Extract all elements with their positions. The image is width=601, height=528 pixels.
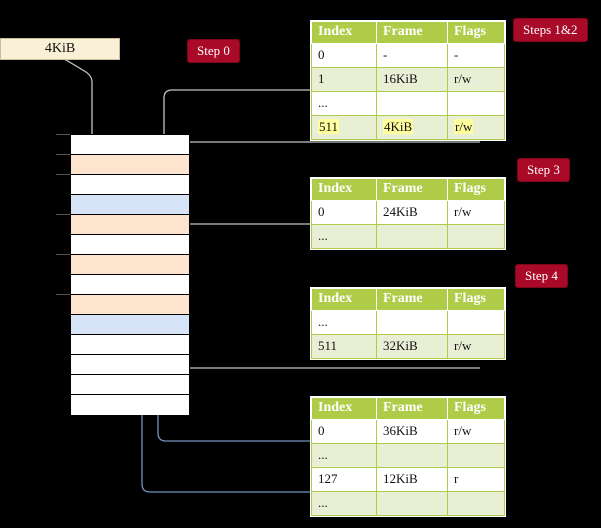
memory-frame-row: [71, 275, 189, 295]
memory-frame-row: [71, 295, 189, 315]
column-header-index: Index: [311, 288, 377, 311]
cell-index: 127: [311, 467, 377, 492]
cell-frame: 36KiB: [376, 419, 448, 444]
highlighted-value: 4KiB: [383, 119, 414, 134]
column-header-flags: Flags: [447, 178, 505, 201]
cell-frame: 16KiB: [376, 67, 448, 92]
cell-index: 511: [311, 115, 377, 140]
cell-flags: -: [447, 43, 505, 68]
cell-flags: r/w: [447, 67, 505, 92]
cell-index: 0: [311, 200, 377, 225]
memory-tick: [56, 154, 71, 155]
memory-tick: [56, 254, 71, 255]
memory-tick: [56, 174, 71, 175]
source-frame-label: 4KiB: [44, 41, 76, 56]
memory-frame-row: [71, 255, 189, 275]
cell-frame: 32KiB: [376, 334, 448, 359]
column-header-frame: Frame: [376, 178, 448, 201]
badge-step-4: Step 4: [516, 265, 567, 287]
column-header-flags: Flags: [447, 397, 505, 420]
table-row: ...: [311, 91, 505, 116]
highlighted-value: r/w: [454, 119, 474, 134]
cell-frame: 24KiB: [376, 200, 448, 225]
column-header-frame: Frame: [376, 21, 448, 44]
memory-tick: [56, 134, 71, 135]
physical-memory-column: [70, 134, 190, 415]
cell-flags: r: [447, 467, 505, 492]
cell-frame: [376, 491, 448, 516]
cell-index: ...: [311, 491, 377, 516]
cell-frame: 12KiB: [376, 467, 448, 492]
cell-flags: r/w: [447, 419, 505, 444]
memory-frame-row: [71, 335, 189, 355]
cell-index: ...: [311, 310, 377, 335]
table-row: ...: [311, 224, 505, 249]
column-header-frame: Frame: [376, 288, 448, 311]
source-frame-box: 4KiB: [0, 38, 120, 60]
cell-index: ...: [311, 91, 377, 116]
cell-index: 511: [311, 334, 377, 359]
memory-frame-row: [71, 135, 189, 155]
table-row: ...: [311, 443, 505, 468]
badge-steps-1-and-2: Steps 1&2: [514, 19, 587, 41]
memory-tick: [56, 294, 71, 295]
cell-flags: [447, 443, 505, 468]
memory-frame-row: [71, 395, 189, 415]
memory-frame-row: [71, 215, 189, 235]
column-header-flags: Flags: [447, 21, 505, 44]
column-header-index: Index: [311, 21, 377, 44]
cell-frame: 4KiB: [376, 115, 448, 140]
cell-frame: -: [376, 43, 448, 68]
highlighted-value: 511: [318, 119, 340, 134]
cell-index: 1: [311, 67, 377, 92]
table-row: 511 4KiB r/w: [311, 115, 505, 140]
cell-flags: [447, 91, 505, 116]
cell-flags: r/w: [447, 200, 505, 225]
cell-flags: [447, 224, 505, 249]
cell-flags: r/w: [447, 115, 505, 140]
cell-frame: [376, 310, 448, 335]
table-row: ...: [311, 491, 505, 516]
memory-frame-row: [71, 315, 189, 335]
memory-frame-row: [71, 155, 189, 175]
cell-index: ...: [311, 443, 377, 468]
memory-frame-row: [71, 195, 189, 215]
badge-step-0: Step 0: [188, 40, 239, 62]
memory-frame-row: [71, 355, 189, 375]
cell-frame: [376, 91, 448, 116]
column-header-frame: Frame: [376, 397, 448, 420]
badge-step-3: Step 3: [518, 159, 569, 181]
cell-frame: [376, 443, 448, 468]
table-row: 0--: [311, 43, 505, 68]
cell-flags: [447, 491, 505, 516]
memory-frame-row: [71, 235, 189, 255]
cell-index: ...: [311, 224, 377, 249]
table-row: ...: [311, 310, 505, 335]
column-header-flags: Flags: [447, 288, 505, 311]
column-header-index: Index: [311, 178, 377, 201]
column-header-index: Index: [311, 397, 377, 420]
cell-index: 0: [311, 43, 377, 68]
cell-frame: [376, 224, 448, 249]
cell-index: 0: [311, 419, 377, 444]
memory-frame-row: [71, 175, 189, 195]
memory-frame-row: [71, 375, 189, 395]
memory-tick: [56, 214, 71, 215]
cell-flags: [447, 310, 505, 335]
cell-flags: r/w: [447, 334, 505, 359]
